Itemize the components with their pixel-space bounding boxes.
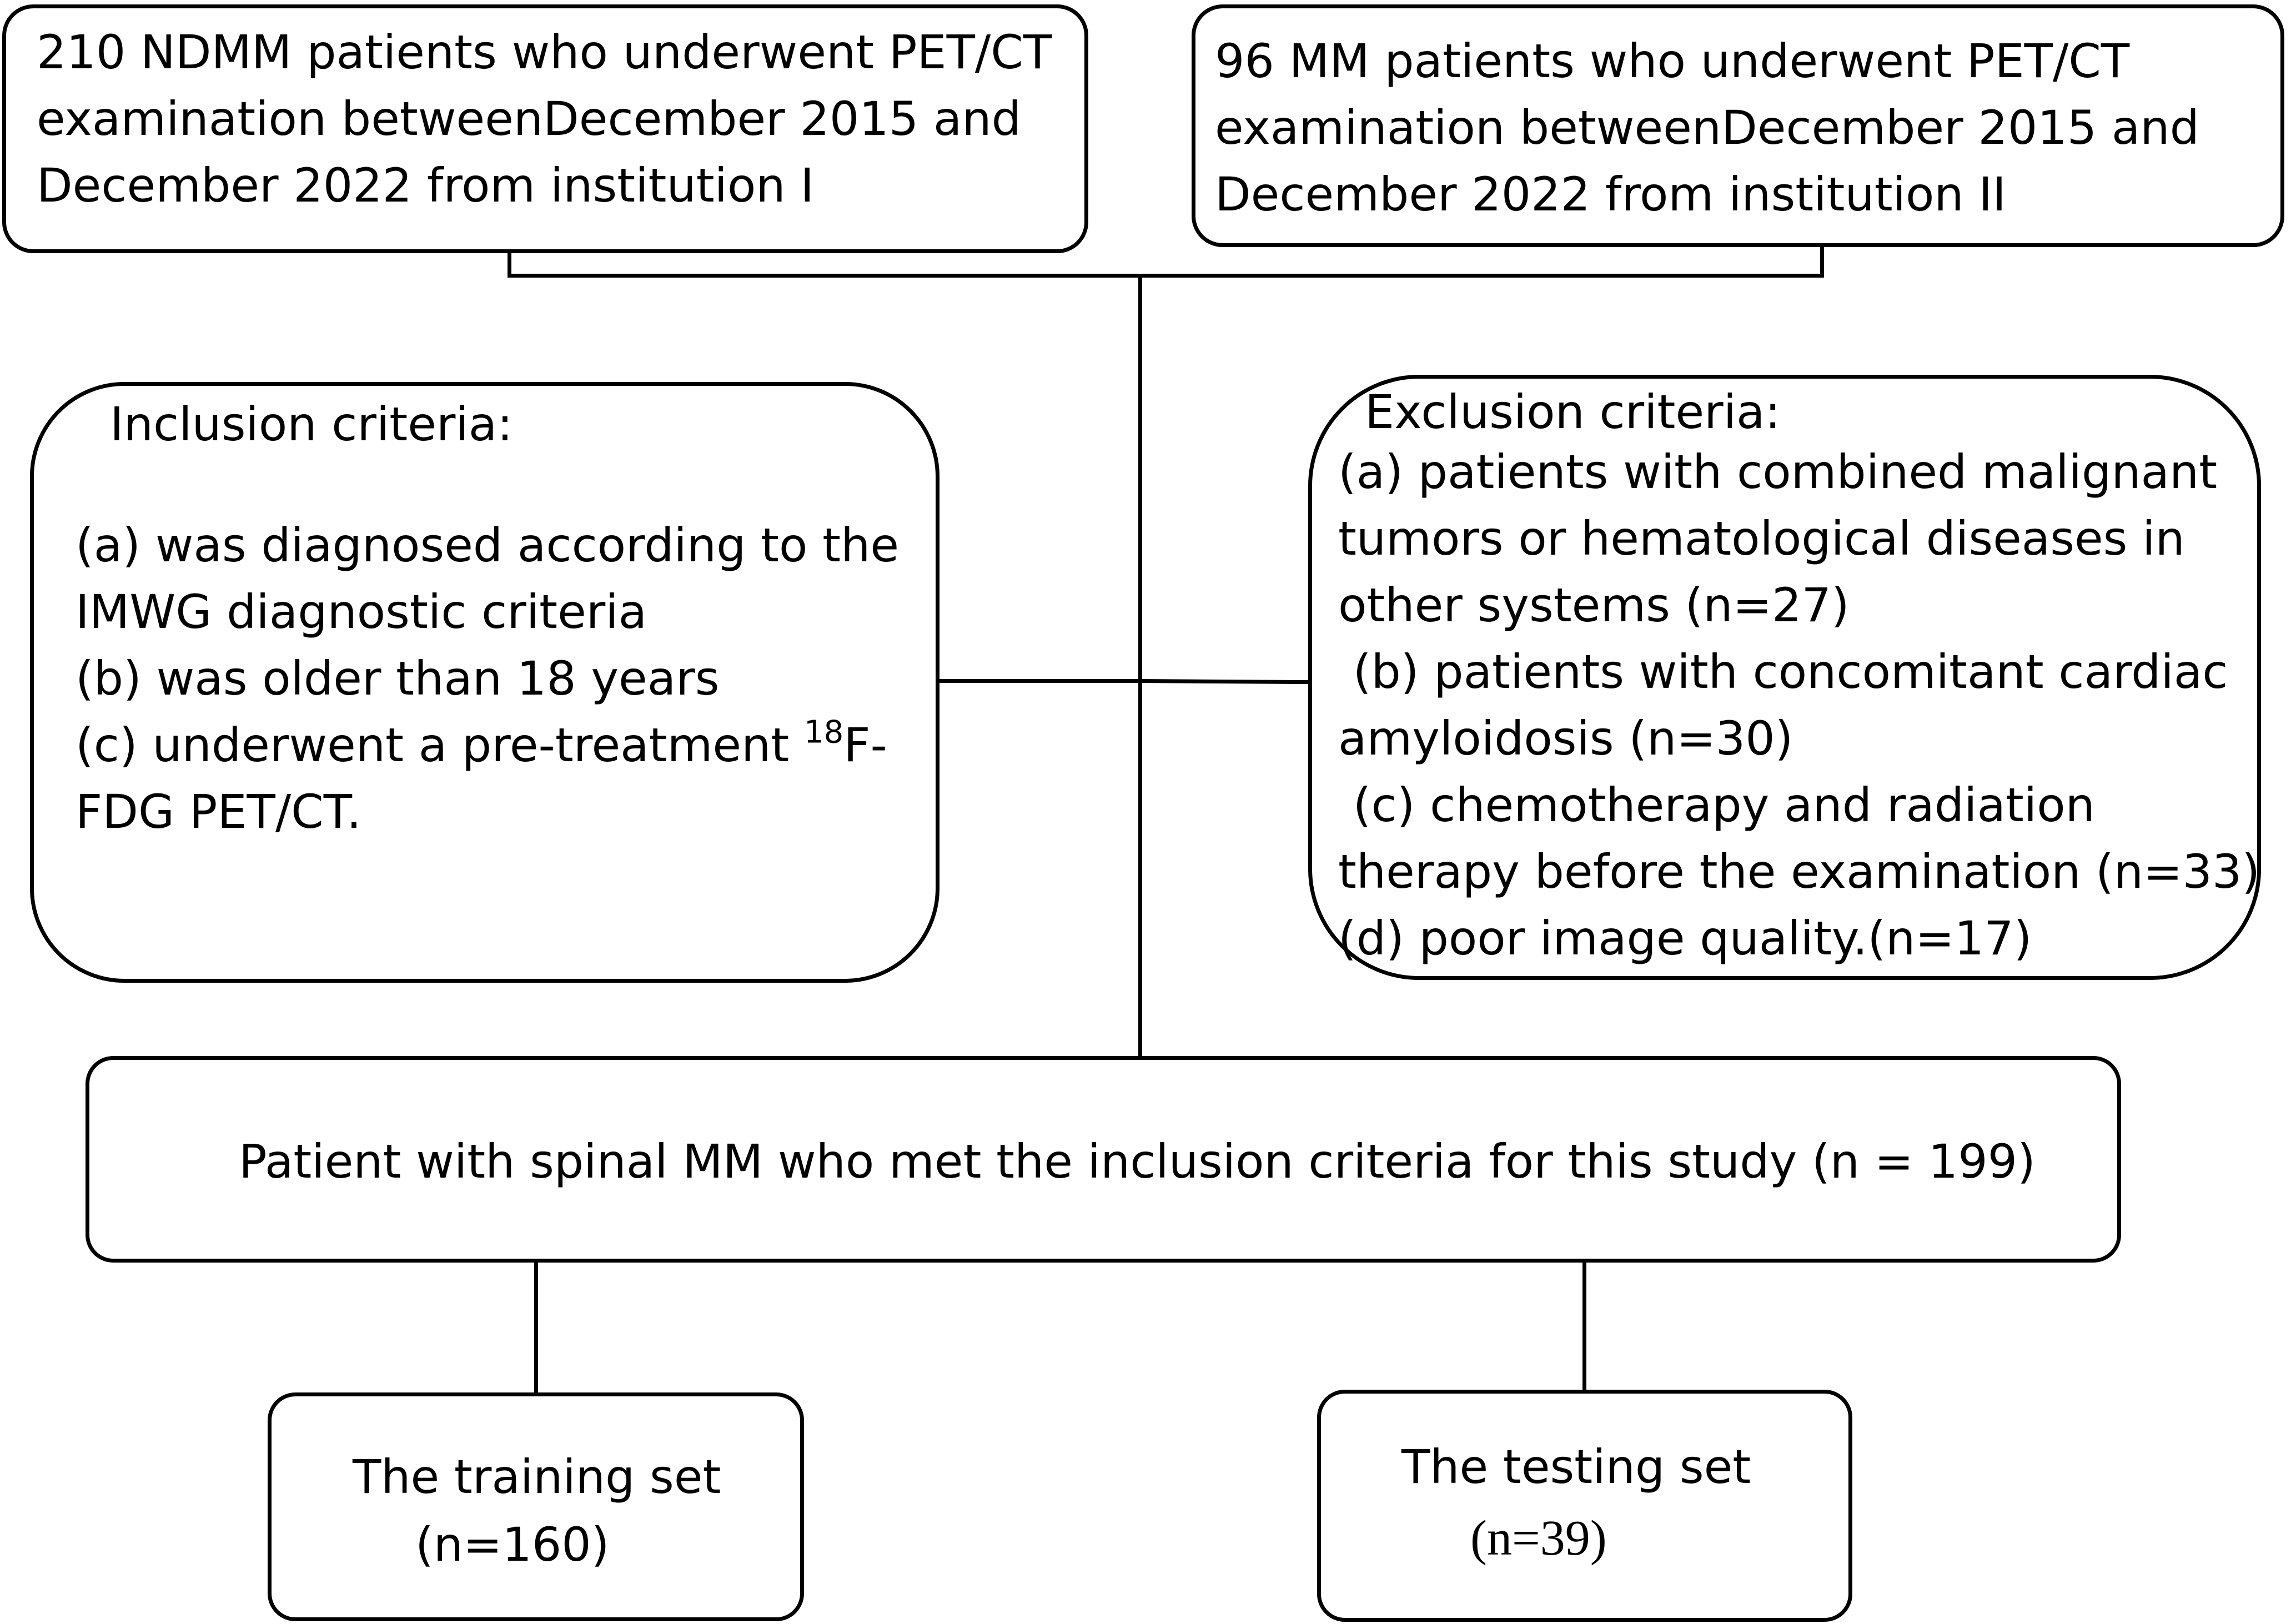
connector-to-training	[534, 1260, 538, 1396]
source-box-1-line-3: December 2022 from institution I	[37, 158, 815, 213]
connector-main-vertical	[1138, 275, 1142, 1058]
source-box-1-line-2: examination betweenDecember 2015 and	[37, 92, 1021, 146]
source-box-2-line-3: December 2022 from institution II	[1215, 167, 2006, 222]
source-box-institution-1	[2, 4, 1088, 253]
inclusion-item-c-line-1: (c) underwent a pre-treatment 18F-	[76, 717, 887, 768]
inclusion-item-a-line-2: IMWG diagnostic criteria	[76, 585, 647, 639]
exclusion-line-7: therapy before the examination (n=33)	[1338, 844, 2260, 899]
training-set-label: The training set	[353, 1450, 721, 1504]
inclusion-title: Inclusion criteria:	[110, 397, 513, 451]
inclusion-item-c-text: (c) underwent a pre-treatment	[76, 718, 804, 772]
isotope-superscript: 18	[803, 714, 844, 751]
study-cohort-box	[86, 1056, 2121, 1263]
inclusion-item-a-line-1: (a) was diagnosed according to the	[76, 518, 900, 572]
exclusion-criteria-box	[1308, 375, 2261, 980]
inclusion-item-b: (b) was older than 18 years	[76, 651, 720, 706]
source-box-2-line-2: examination betweenDecember 2015 and	[1215, 100, 2199, 155]
inclusion-criteria-box	[30, 382, 939, 983]
inclusion-item-c-suffix: F-	[843, 718, 887, 772]
connector-inclusion	[937, 679, 1140, 683]
testing-set-box	[1317, 1390, 1852, 1622]
inclusion-item-c-line-2: FDG PET/CT.	[76, 785, 361, 839]
source-box-2-line-1: 96 MM patients who underwent PET/CT	[1215, 34, 2130, 88]
connector-left-source-down	[508, 251, 511, 278]
connector-merge-horizontal	[508, 274, 1824, 278]
exclusion-line-2: tumors or hematological diseases in	[1338, 511, 2185, 566]
connector-right-source-down	[1820, 244, 1824, 278]
testing-set-label: The testing set	[1401, 1440, 1751, 1494]
training-set-count: (n=160)	[415, 1517, 610, 1572]
exclusion-line-5: amyloidosis (n=30)	[1338, 711, 1793, 766]
exclusion-line-1: (a) patients with combined malignant	[1338, 445, 2218, 499]
study-cohort-text: Patient with spinal MM who met the inclu…	[239, 1134, 2036, 1189]
training-set-box	[268, 1392, 804, 1621]
source-box-1-line-1: 210 NDMM patients who underwent PET/CT	[37, 25, 1052, 79]
source-box-institution-2	[1192, 4, 2284, 247]
connector-exclusion	[1139, 679, 1312, 685]
exclusion-line-6: (c) chemotherapy and radiation	[1338, 778, 2095, 832]
exclusion-line-8: (d) poor image quality.(n=17)	[1338, 911, 2032, 966]
exclusion-title: Exclusion criteria:	[1365, 385, 1781, 439]
testing-set-count: (n=39)	[1470, 1511, 1607, 1566]
exclusion-line-3: other systems (n=27)	[1338, 578, 1850, 632]
exclusion-line-4: (b) patients with concomitant cardiac	[1338, 645, 2228, 699]
connector-to-testing	[1582, 1260, 1586, 1392]
